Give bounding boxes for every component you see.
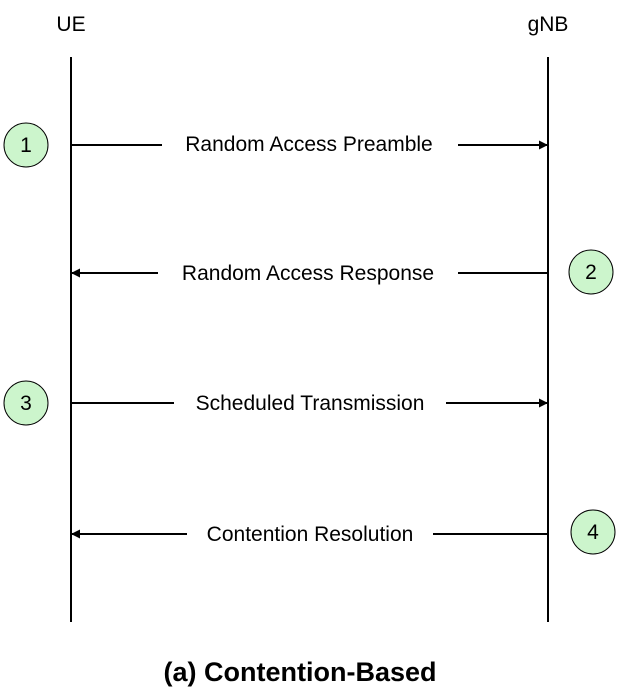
step-1-number: 1 xyxy=(20,134,32,157)
message-3-label-bg xyxy=(174,388,446,416)
step-3-circle xyxy=(3,380,49,426)
message-4: Contention Resolution xyxy=(71,519,548,547)
message-3-label: Scheduled Transmission xyxy=(196,392,425,415)
step-2-number: 2 xyxy=(585,261,597,284)
message-1: Random Access Preamble xyxy=(71,130,548,158)
gnb-label: gNB xyxy=(528,13,569,36)
message-2-label-bg xyxy=(158,258,458,286)
step-3-number: 3 xyxy=(20,392,32,415)
message-1-label: Random Access Preamble xyxy=(185,133,432,156)
figure-caption: (a) Contention-Based xyxy=(164,657,437,687)
message-4-label: Contention Resolution xyxy=(207,523,414,546)
message-3: Scheduled Transmission xyxy=(71,388,548,416)
step-1-circle xyxy=(3,122,49,168)
step-2-badge: 2 xyxy=(568,249,614,295)
step-4-number: 4 xyxy=(587,521,599,544)
ue-label: UE xyxy=(56,13,85,36)
step-4-circle xyxy=(570,509,616,555)
step-2-circle xyxy=(568,249,614,295)
message-1-label-bg xyxy=(162,130,458,158)
step-1-badge: 1 xyxy=(3,122,49,168)
message-2-label: Random Access Response xyxy=(182,262,434,285)
message-2: Random Access Response xyxy=(71,258,548,286)
step-4-badge: 4 xyxy=(570,509,616,555)
message-4-label-bg xyxy=(187,519,433,547)
step-3-badge: 3 xyxy=(3,380,49,426)
